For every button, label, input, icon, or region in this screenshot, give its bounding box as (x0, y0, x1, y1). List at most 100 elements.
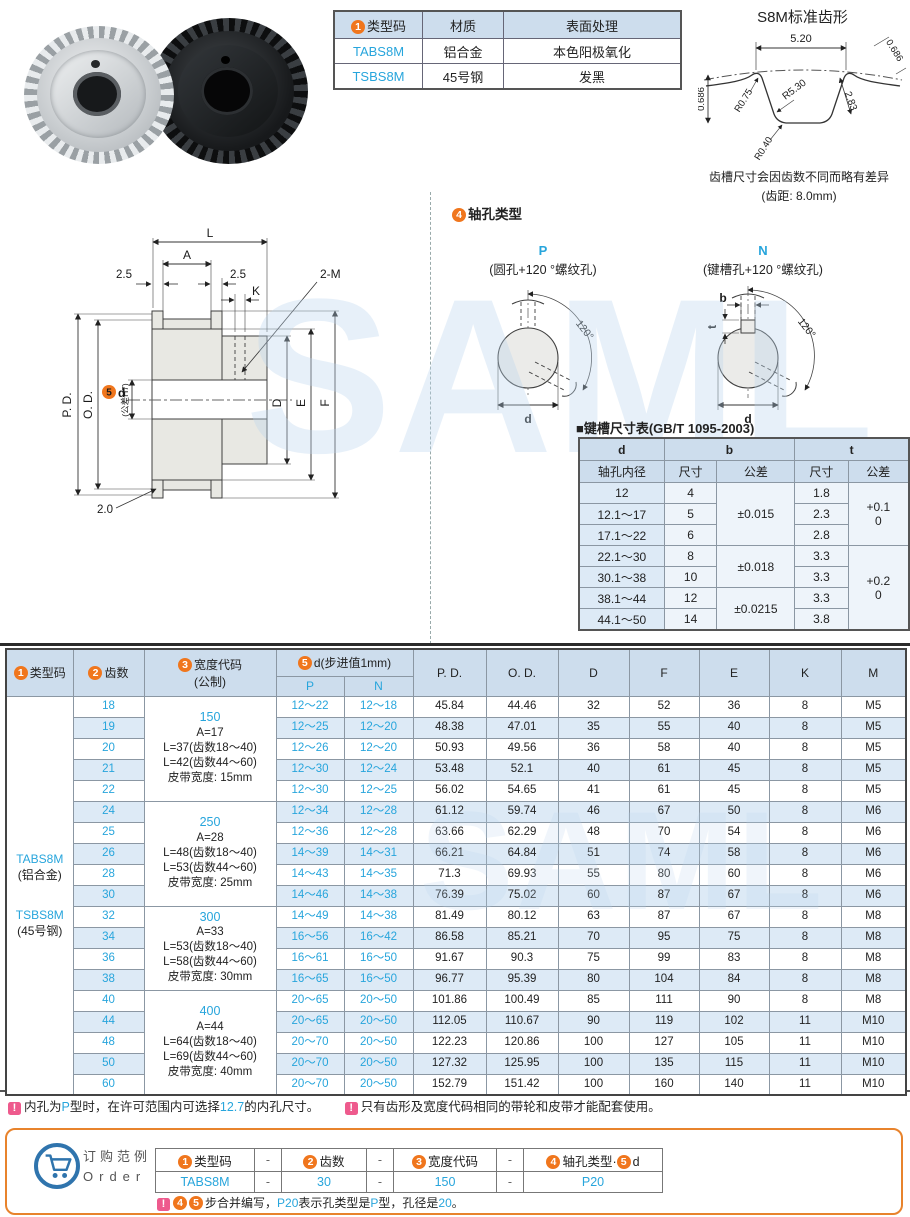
width-code-detail: 皮带宽度: 15mm (167, 771, 253, 784)
pd-cell: 50.93 (412, 737, 487, 760)
e-cell: 102 (698, 1010, 770, 1033)
k-cell: 8 (768, 779, 842, 802)
keyway-b-cell: 4 (663, 482, 718, 504)
bore-range-n-cell: 16～50 (343, 947, 414, 970)
warning-icon: ! (344, 1102, 358, 1115)
footnotes: !内孔为P型时，在许可范围内可选择12.7的内孔尺寸。 !只有齿形及宽度代码相同… (8, 1096, 661, 1115)
width-code-detail: A=44 (196, 1020, 224, 1033)
keyway-d-cell: 17.1～22 (578, 524, 665, 546)
hole-type-p: P (圆孔+120 °螺纹孔) 120° d (443, 243, 643, 435)
pd-cell: 96.77 (412, 968, 487, 991)
svg-text:d: d (118, 386, 125, 400)
col-pd: P. D. (412, 648, 487, 697)
cart-icon (34, 1143, 80, 1189)
svg-text:R5.30: R5.30 (781, 77, 809, 102)
e-cell: 75 (698, 926, 770, 949)
bore-range-n-cell: 16～42 (343, 926, 414, 949)
f-cell: 74 (628, 842, 700, 865)
k-cell: 11 (768, 1031, 842, 1054)
width-code-detail: A=33 (196, 926, 224, 939)
e-cell: 58 (698, 842, 770, 865)
bore-range-n-cell: 14～35 (343, 863, 414, 886)
bore-range-p-cell: 12～25 (275, 716, 345, 739)
od-cell: 85.21 (485, 926, 559, 949)
order-header-label: 宽度代码 (427, 1154, 478, 1169)
d-cell: 75 (557, 947, 630, 970)
m-cell: M8 (840, 968, 907, 991)
f-cell: 127 (628, 1031, 700, 1054)
f-cell: 52 (628, 695, 700, 718)
e-cell: 67 (698, 884, 770, 907)
f-cell: 99 (628, 947, 700, 970)
type-code-value: TSBS8M (333, 63, 423, 90)
od-cell: 64.84 (485, 842, 559, 865)
f-cell: 61 (628, 758, 700, 781)
order-dash: - (254, 1148, 282, 1172)
d-cell: 100 (557, 1031, 630, 1054)
tooth-profile-note: 齿槽尺寸会因齿数不同而略有差异 (齿距: 8.0mm) (708, 170, 889, 203)
d-cell: 51 (557, 842, 630, 865)
bore-range-p-cell: 20～65 (275, 1010, 345, 1033)
order-header-label: 齿数 (319, 1154, 345, 1169)
keyway-t-cell: 3.3 (794, 545, 849, 567)
od-cell: 151.42 (485, 1073, 559, 1096)
warning-icon: ! (157, 1198, 170, 1211)
keyway-col-b: b (663, 437, 796, 461)
svg-text:P. D.: P. D. (60, 392, 74, 417)
d-cell: 40 (557, 758, 630, 781)
e-cell: 40 (698, 737, 770, 760)
bore-range-n-cell: 14～31 (343, 842, 414, 865)
material-value: 45号钢 (422, 63, 504, 90)
order-value-cell: 30 (281, 1171, 367, 1193)
col-f: F (628, 648, 700, 697)
od-cell: 75.02 (485, 884, 559, 907)
d-cell: 100 (557, 1052, 630, 1075)
product-photos (18, 12, 328, 167)
keyway-col-t: t (794, 437, 910, 461)
order-value-cell: 150 (393, 1171, 497, 1193)
teeth-cell: 44 (72, 1010, 145, 1033)
order-example-label: 订购范例 Order (83, 1149, 152, 1184)
e-cell: 67 (698, 905, 770, 928)
keyway-col-tol: 公差 (847, 460, 910, 483)
order-header-label: 类型码 (194, 1154, 232, 1169)
od-cell: 69.93 (485, 863, 559, 886)
step-4-badge: 4 (173, 1196, 187, 1210)
finish-value: 本色阳极氧化 (503, 38, 682, 64)
k-cell: 8 (768, 989, 842, 1012)
pd-cell: 81.49 (412, 905, 487, 928)
keyway-col-d: d (578, 437, 665, 461)
bore-range-n-cell: 12～20 (343, 737, 414, 760)
svg-text:L: L (207, 226, 214, 240)
bore-range-p-cell: 12～30 (275, 779, 345, 802)
bore-range-n-cell: 14～38 (343, 905, 414, 928)
col-m: M (840, 648, 907, 697)
keyway-b-cell: 5 (663, 503, 718, 525)
step-1-badge: 1 (350, 19, 365, 34)
f-cell: 55 (628, 716, 700, 739)
step-badge: 3 (411, 1154, 426, 1169)
bore-range-p-cell: 20～70 (275, 1052, 345, 1075)
svg-text:5.20: 5.20 (790, 33, 811, 45)
svg-text:O. D.: O. D. (81, 391, 95, 419)
width-code-value: 250 (199, 815, 221, 830)
finish-value: 发黑 (503, 63, 682, 90)
f-cell: 87 (628, 884, 700, 907)
k-cell: 8 (768, 695, 842, 718)
teeth-cell: 34 (72, 926, 145, 949)
width-code-value: 400 (199, 1004, 221, 1018)
